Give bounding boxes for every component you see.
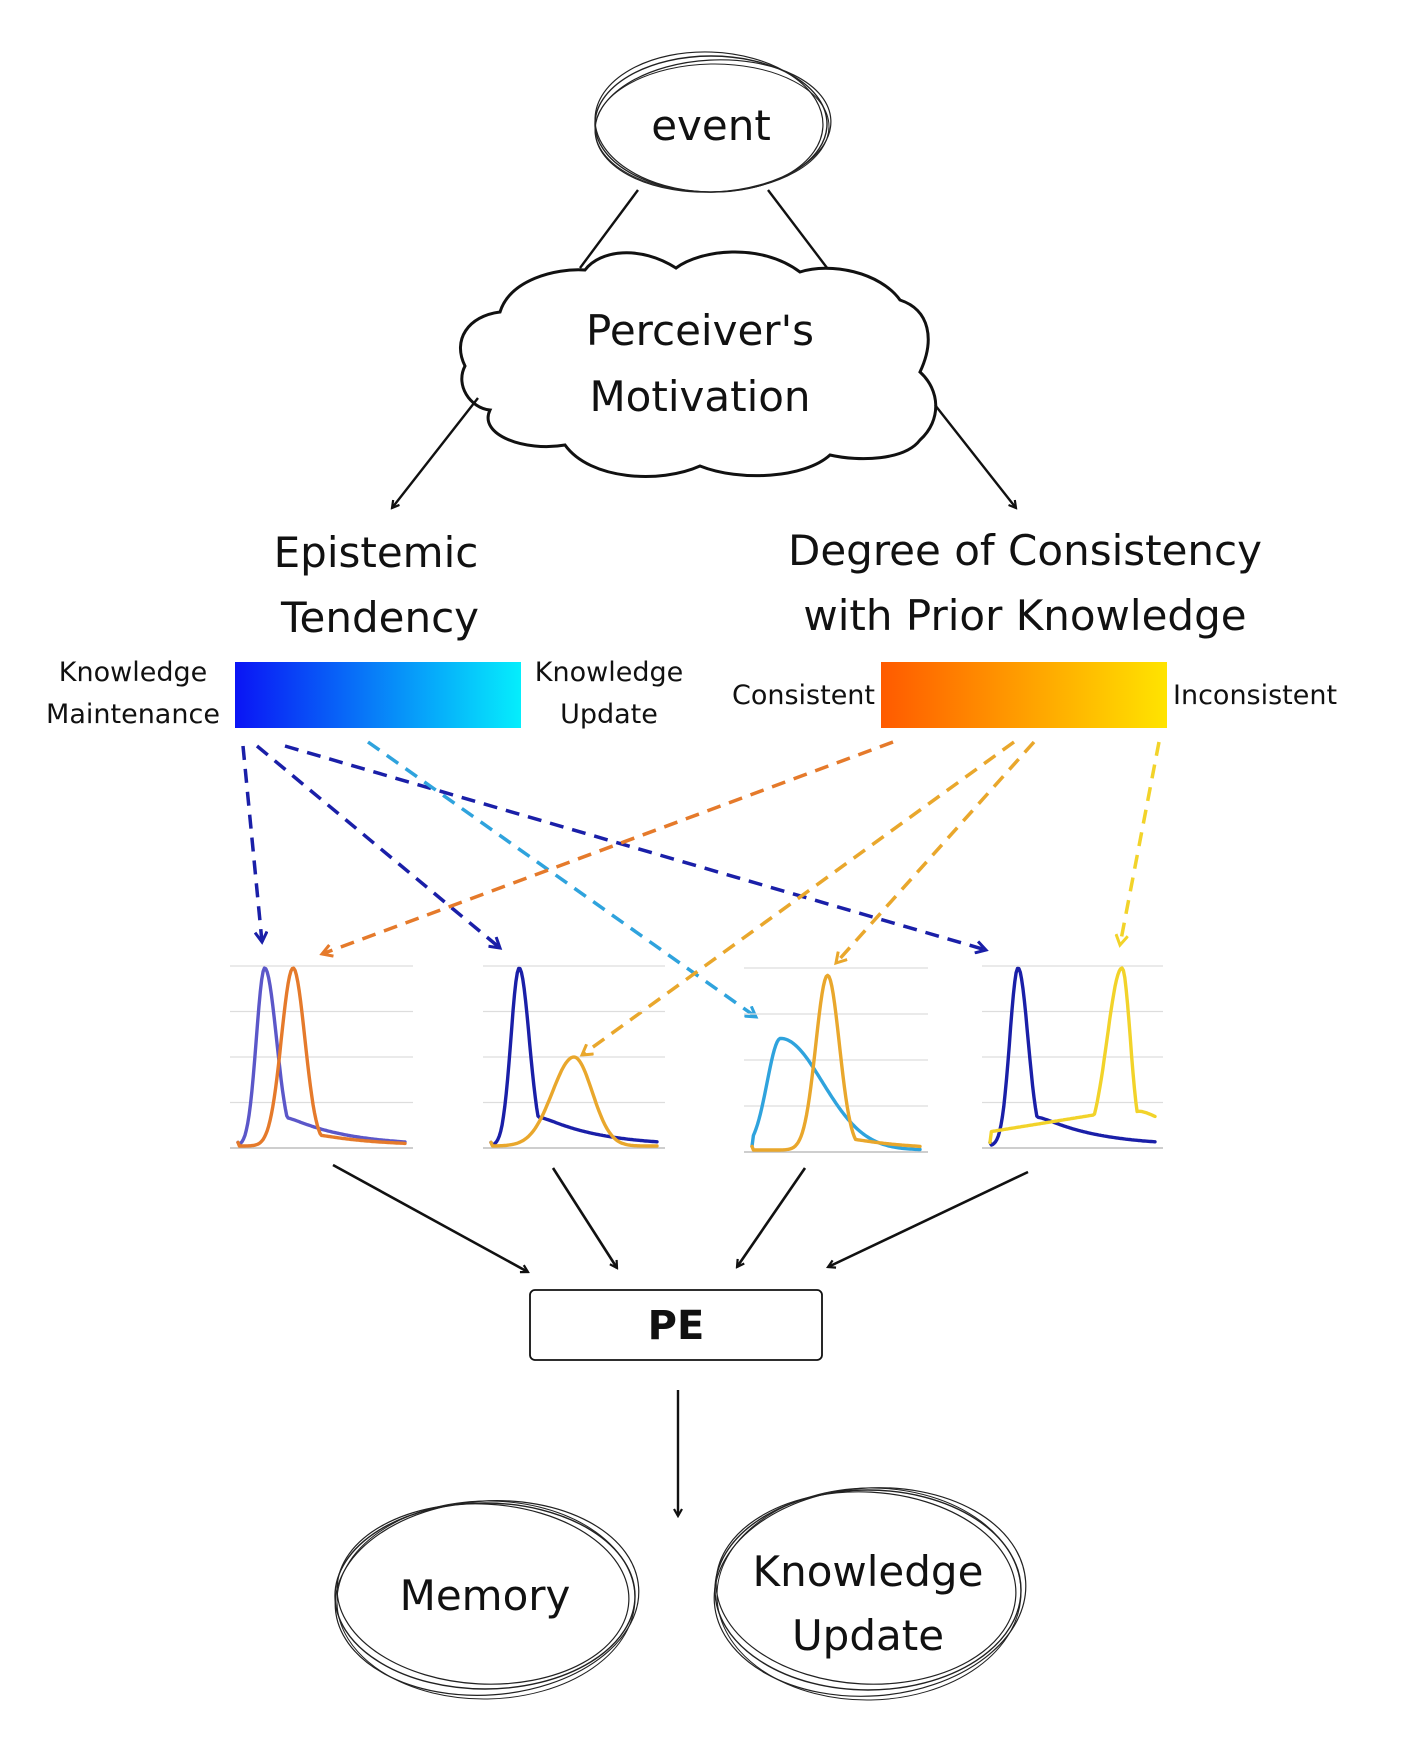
motivation-to-consistency-arrow [934,404,1016,508]
consistency-left-label: Consistent [732,680,875,711]
maintenance-to-chart1-arrow [241,745,262,942]
moderate-to-chart2-arrow [582,740,1016,1055]
motivation-label-line2: Motivation [589,372,810,421]
epistemic-right-label-line2: Update [560,699,658,730]
motivation-label-line1: Perceiver's [586,306,814,355]
moderate-to-chart3-arrow [836,740,1036,963]
epistemic-heading-line1: Epistemic [274,528,479,577]
cloud-outline [459,250,938,478]
maintenance-to-chart2-arrow [255,744,500,948]
epistemic-scale: Knowledge Maintenance Knowledge Update [46,657,683,730]
consistency-gradient-bar [881,662,1167,728]
distribution-chart-3 [744,967,928,1153]
motivation-to-epistemic-arrow [392,397,479,508]
distribution-chart-2 [483,965,665,1149]
chart-4-series-2-line [988,966,1157,1145]
chart4-to-pe-arrow [828,1170,1029,1267]
event-outline [594,63,830,193]
pe-box-outline [529,1289,823,1361]
chart-2-series-1-line [489,966,659,1147]
chart-3-series-1-line [750,1036,922,1152]
event-label: event [651,101,771,150]
maintenance-to-chart4-arrow [284,744,986,950]
chart2-to-pe-arrow [551,1167,617,1268]
epistemic-left-label-line2: Maintenance [46,699,220,730]
chart-4-series-1-line [988,966,1157,1147]
distribution-charts [230,965,1163,1153]
mapping-arrows [241,740,1161,1055]
epistemic-gradient-bar [235,662,521,728]
chart3-to-pe-arrow [737,1167,807,1267]
pe-box: PE [529,1289,823,1361]
chart-3-series-2-line [750,973,922,1152]
chart-1-series-2-line [236,966,407,1148]
knowledge-update-label-line1: Knowledge [753,1547,984,1596]
epistemic-left-label-line1: Knowledge [59,657,207,688]
chart-1-series-1-line [236,966,407,1146]
update-to-chart3-arrow [366,740,756,1017]
distribution-chart-4 [982,965,1163,1149]
knowledge-update-label-line2: Update [792,1611,944,1660]
memory-outline [336,1500,636,1700]
knowledge-update-outline [715,1491,1017,1685]
knowledge-update-outline [716,1487,1022,1701]
knowledge-update-node: Knowledge Update [713,1487,1027,1701]
epistemic-right-label-line1: Knowledge [535,657,683,688]
motivation-cloud: Perceiver's Motivation [459,250,938,478]
consistency-right-label: Inconsistent [1173,680,1337,711]
epistemic-heading-line2: Tendency [280,593,479,642]
consistency-heading-line1: Degree of Consistency [788,526,1262,575]
consistent-to-chart1-arrow [322,740,894,954]
pe-label: PE [648,1303,705,1349]
consistency-heading-line2: with Prior Knowledge [803,591,1246,640]
memory-node: Memory [334,1500,640,1700]
distribution-chart-1 [230,965,413,1149]
event-node: event [594,51,832,193]
chart-2-series-2-line [489,1055,659,1148]
memory-outline [336,1503,630,1685]
chart1-to-pe-arrow [332,1163,528,1272]
memory-label: Memory [400,1571,571,1620]
event-to-motivation-line [579,189,639,269]
consistency-scale: Consistent Inconsistent [732,662,1337,728]
inconsistent-to-chart4-arrow [1120,741,1161,945]
